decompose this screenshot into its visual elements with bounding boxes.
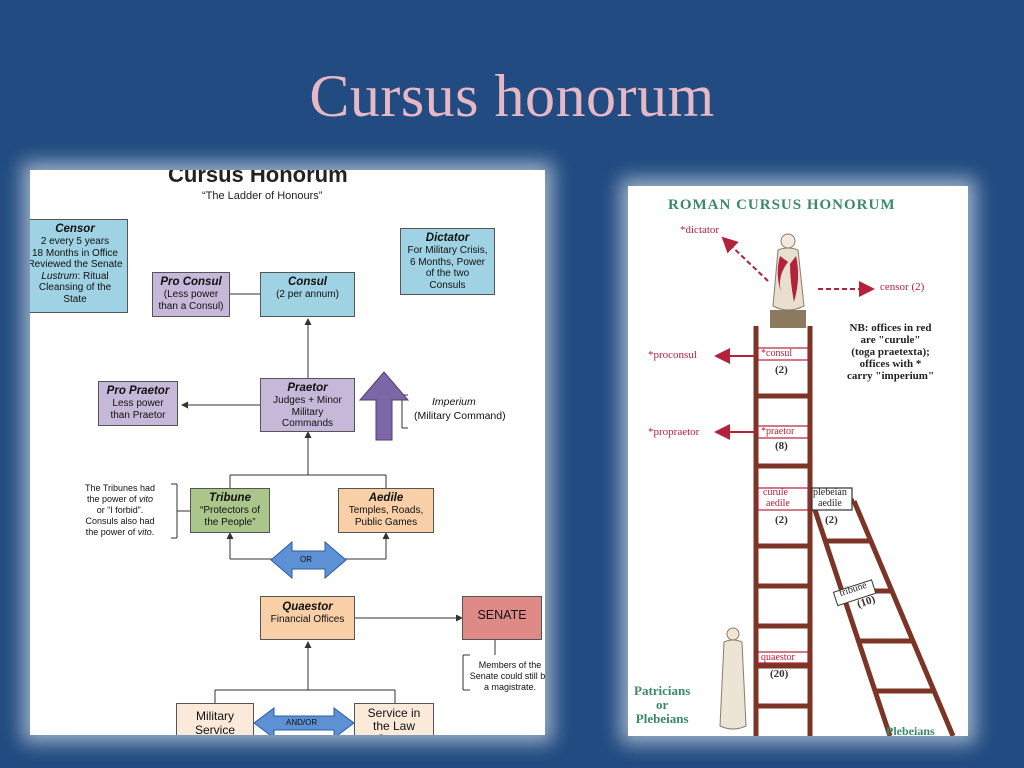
tribune-title: Tribune [209,492,251,504]
consul-text: (2 per annum) [276,289,339,300]
flowchart-connectors [171,290,496,735]
tribunes-note: The Tribunes had the power of vito or “I… [84,483,156,537]
consul-count: (2) [775,364,788,376]
curule-aedile-label: aedile [766,498,790,509]
senate-title: SENATE [477,608,527,622]
roman-ladder-panel: ROMAN CURSUS HONORUM *dictator censor (2… [628,186,968,736]
plebeian-ladder [809,498,956,736]
lustrum-word: Lustrum [41,270,78,282]
law-courts-title: Service in the Law Courts [367,706,421,736]
chart-title: Cursus Honorum [168,170,348,187]
praetor-count: (8) [775,440,788,452]
or-label: OR [300,555,312,564]
quaestor-title: Quaestor [282,601,333,613]
or-double-arrow-icon [270,540,347,580]
imperium-arrow-icon [358,371,410,441]
dictator-title: Dictator [425,232,470,244]
pro-praetor-box: Pro Praetor Less power than Praetor [98,381,178,426]
dictator-text: For Military Crisis, 6 Months, Power of … [407,245,488,291]
consul-box: Consul (2 per annum) [260,272,355,317]
tribune-box: Tribune “Protectors of the People” [190,488,270,533]
quaestor-box: Quaestor Financial Offices [260,596,355,640]
censor-lustrum: Lustrum: Ritual Cleansing of the State [30,271,127,306]
aedile-title: Aedile [368,492,404,504]
pro-consul-box: Pro Consul (Less power than a Consul) [152,272,230,317]
curule-label: curule [763,487,788,498]
plebeians-label: Plebeians [886,724,935,736]
pro-praetor-title: Pro Praetor [106,385,170,397]
praetor-title: Praetor [287,382,328,394]
military-service-title: Military Service [194,709,235,735]
senate-box: SENATE [462,596,542,640]
imperium-label: Imperium (Military Command) [414,395,506,423]
law-courts-box: Service in the Law Courts [354,703,434,735]
pro-praetor-text: Less power than Praetor [110,398,166,421]
plebeian-aedile-label: aedile [818,498,842,509]
ladder-title: ROMAN CURSUS HONORUM [668,197,896,213]
quaestor-label: quaestor [761,652,795,663]
praetor-text: Judges + Minor Military Commands [273,395,342,429]
andor-label: AND/OR [286,718,318,727]
military-service-box: Military Service [176,703,254,735]
pro-consul-title: Pro Consul [160,276,222,288]
imperium-title: Imperium [432,396,476,408]
ladder-note: NB: offices in red are "curule" (toga pr… [847,322,935,382]
pro-consul-text: (Less power than a Consul) [158,289,224,312]
censor-text: 2 every 5 years 18 Months in Office Revi… [30,236,123,270]
propraetor-label: *propraetor [648,426,700,438]
consul-title: Consul [288,276,327,288]
chart-subtitle: “The Ladder of Honours” [202,190,323,202]
censor-title: Censor [55,223,95,235]
aedile-text: Temples, Roads, Public Games [348,505,424,528]
plebeian-label: plebeian [813,487,847,498]
patricians-label: Patricians or Plebeians [634,683,691,726]
aedile-box: Aedile Temples, Roads, Public Games [338,488,434,533]
consul-label: *consul [761,348,793,359]
praetor-label: *praetor [761,426,795,437]
proconsul-label: *proconsul [648,349,697,361]
tribune-text: “Protectors of the People” [199,505,261,528]
dictator-figure-icon [770,233,806,328]
ladder-drawing [714,233,956,736]
censor-box: Censor 2 every 5 years 18 Months in Offi… [30,219,128,313]
senate-note: Members of the Senate could still be a m… [469,660,545,692]
plebeian-count: (2) [825,514,838,526]
cursus-flowchart-panel: Cursus Honorum “The Ladder of Honours” C… [30,170,545,735]
quaestor-text: Financial Offices [270,614,345,625]
imperium-text: (Military Command) [414,410,506,422]
dictator-label: *dictator [680,224,720,236]
dictator-box: Dictator For Military Crisis, 6 Months, … [400,228,495,295]
slide-title: Cursus honorum [309,63,715,129]
quaestor-count: (20) [770,668,789,680]
patrician-figure-icon [719,627,747,730]
praetor-box: Praetor Judges + Minor Military Commands [260,378,355,432]
censor-label: censor (2) [880,281,925,293]
curule-count: (2) [775,514,788,526]
lustrum-rest: : Ritual Cleansing of the State [38,270,112,305]
